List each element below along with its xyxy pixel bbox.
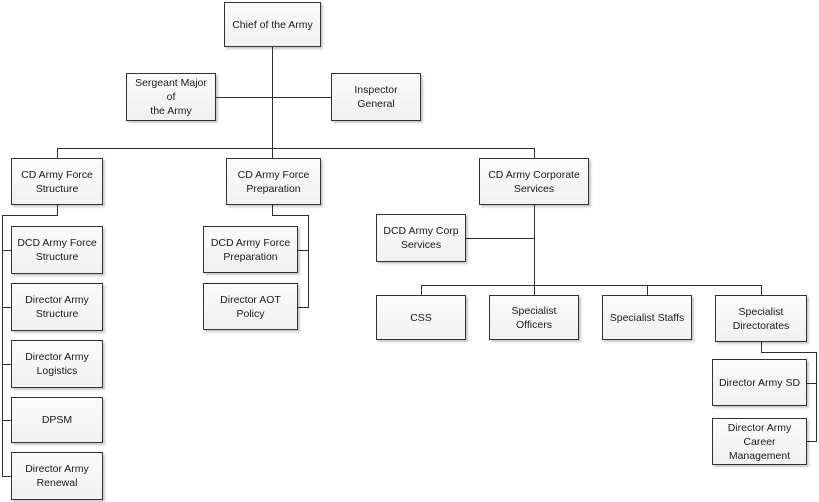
connector-stub-dcd-force-structure (2, 250, 12, 251)
connector-stub-director-structure (2, 307, 12, 308)
connector-directorates-spine (816, 352, 817, 442)
connector-stub-director-renewal (2, 476, 12, 477)
org-node-label: DCD Army Force Structure (17, 237, 97, 263)
org-node-label: Director Army SD (718, 376, 801, 389)
connector-force-preparation-spine (308, 215, 309, 307)
connector-drop-specialist-directorates (761, 285, 762, 295)
connector-drop-specialist-officers (534, 285, 535, 295)
org-node-specialist-directorates[interactable]: Specialist Directorates (715, 295, 807, 342)
connector-level2-drop-right (534, 148, 535, 158)
org-node-inspector-general[interactable]: Inspector General (331, 73, 421, 121)
org-node-css[interactable]: CSS (376, 295, 466, 340)
connector-chief-stem-down (272, 47, 273, 98)
connector-stub-dpsm (2, 420, 12, 421)
connector-stub-director-army-career (806, 441, 817, 442)
org-node-label: Director Army Career Management (727, 421, 792, 462)
connector-chief-trunk-to-level2 (272, 97, 273, 149)
connector-force-structure-elbow (2, 215, 58, 216)
org-node-director-army-structure[interactable]: Director Army Structure (11, 283, 103, 331)
org-node-chief[interactable]: Chief of the Army (224, 2, 321, 47)
org-node-dcd-force-preparation[interactable]: DCD Army Force Preparation (203, 226, 298, 273)
org-node-label: CD Army Force Preparation (237, 168, 310, 195)
org-node-director-army-renewal[interactable]: Director Army Renewal (11, 452, 103, 500)
org-node-label: Director AOT Policy (220, 293, 281, 320)
org-node-label: Inspector General (354, 84, 398, 110)
connector-level2-distribution-bar (57, 148, 535, 149)
connector-directorates-elbow (761, 352, 817, 353)
connector-force-structure-spine (2, 215, 3, 477)
org-node-sergeant-major[interactable]: Sergeant Major of the Army (126, 73, 216, 121)
org-node-dpsm[interactable]: DPSM (11, 397, 103, 443)
connector-corporate-children-bar (421, 285, 761, 286)
org-node-label: CD Army Corporate Services (488, 168, 580, 195)
org-node-label: Sergeant Major of the Army (135, 77, 207, 117)
org-node-cd-force-preparation[interactable]: CD Army Force Preparation (226, 158, 321, 205)
org-node-label: DCD Army Corp Services (383, 225, 459, 251)
org-node-label: Director Army Renewal (25, 463, 89, 489)
connector-stub-dcd-force-preparation (298, 250, 309, 251)
org-node-cd-force-structure[interactable]: CD Army Force Structure (11, 158, 103, 205)
org-node-label: CSS (410, 311, 432, 324)
org-node-label: DPSM (41, 414, 73, 426)
connector-force-preparation-stem (272, 205, 273, 215)
org-node-label: Specialist Staffs (609, 311, 685, 324)
org-node-director-army-career[interactable]: Director Army Career Management (712, 418, 807, 465)
connector-drop-specialist-staffs (647, 285, 648, 295)
connector-stub-director-aot-policy (298, 307, 309, 308)
org-node-label: CD Army Force Structure (21, 168, 93, 195)
org-node-cd-corporate-services[interactable]: CD Army Corporate Services (479, 158, 589, 205)
org-node-dcd-corp-services[interactable]: DCD Army Corp Services (376, 214, 466, 262)
connector-force-structure-stem (57, 205, 58, 215)
org-node-director-army-sd[interactable]: Director Army SD (712, 359, 807, 406)
org-node-label: DCD Army Force Preparation (210, 236, 291, 263)
org-node-label: Specialist Directorates (732, 305, 790, 332)
connector-corporate-trunk (534, 205, 535, 296)
org-node-director-army-logistics[interactable]: Director Army Logistics (11, 340, 103, 388)
connector-level2-drop-middle (272, 148, 273, 158)
org-node-dcd-force-structure[interactable]: DCD Army Force Structure (11, 226, 103, 274)
connector-force-preparation-elbow (272, 215, 309, 216)
org-node-specialist-staffs[interactable]: Specialist Staffs (602, 295, 692, 340)
connector-stub-dcd-corp-services (466, 238, 535, 239)
connector-stub-director-logistics (2, 364, 12, 365)
connector-directorates-stem (761, 342, 762, 352)
connector-drop-css (421, 285, 422, 295)
org-node-label: Specialist Officers (511, 304, 557, 331)
connector-chief-peer-bar (216, 97, 331, 98)
org-node-label: Director Army Logistics (25, 351, 89, 377)
org-node-label: Chief of the Army (232, 18, 313, 31)
org-node-label: Director Army Structure (25, 294, 89, 320)
connector-stub-director-army-sd (806, 383, 817, 384)
org-node-director-aot-policy[interactable]: Director AOT Policy (203, 283, 298, 330)
org-node-specialist-officers[interactable]: Specialist Officers (489, 295, 579, 340)
connector-level2-drop-left (57, 148, 58, 158)
